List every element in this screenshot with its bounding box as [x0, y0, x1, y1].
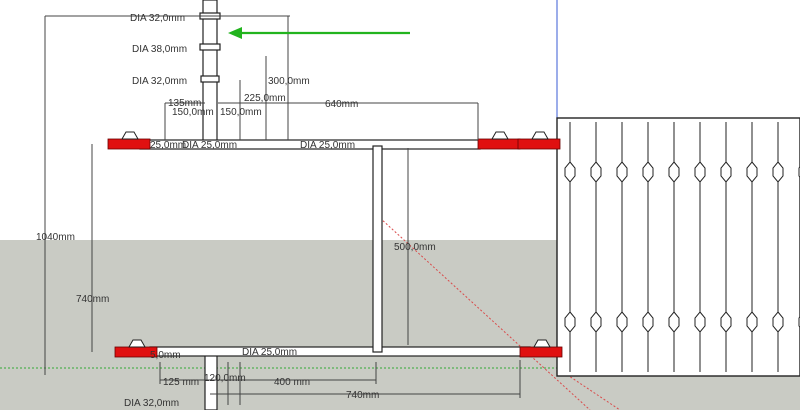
label-300: 300,0mm [268, 76, 310, 87]
radiator-fin [746, 122, 758, 372]
label-225: 225,0mm [244, 93, 286, 104]
label-dia-bottom-pipe-2: DIA 25,0mm [242, 347, 297, 358]
label-dia-top-middle: DIA 38,0mm [132, 44, 187, 55]
label-dia-bottom-pipe-1: 5,0mm [150, 350, 181, 361]
radiator-fin [590, 122, 602, 372]
valve-icon[interactable] [114, 339, 158, 358]
valve-icon[interactable] [519, 339, 563, 358]
radiator-fin [694, 122, 706, 372]
riser-joint [199, 43, 221, 51]
label-740-bottom: 740mm [346, 390, 379, 401]
riser-pipe-top[interactable] [202, 0, 218, 145]
label-150-left: 150,0mm [172, 107, 214, 118]
label-135: 135mm [168, 98, 201, 109]
radiator-fin [772, 122, 784, 372]
label-dia-top: DIA 32,0mm [130, 13, 185, 24]
radiator-fin [616, 122, 628, 372]
label-740: 740mm [76, 294, 109, 305]
radiator-fin [642, 122, 654, 372]
label-dia-pipe-3: DIA 25,0mm [300, 140, 355, 151]
radiator-fin [720, 122, 732, 372]
radiator-fin [564, 122, 576, 372]
valves [107, 131, 563, 358]
label-1040: 1040mm [36, 232, 75, 243]
red-axis [379, 217, 591, 410]
label-dia-pipe-2: DIA 25,0mm [182, 140, 237, 151]
label-150-right: 150,0mm [220, 107, 262, 118]
valve-icon[interactable] [517, 131, 561, 150]
radiator-fins [564, 122, 800, 372]
radiator-fin [668, 122, 680, 372]
label-125: 125 mm [163, 377, 199, 388]
riser-joint [200, 75, 220, 83]
label-dia-top-lower: DIA 32,0mm [132, 76, 187, 87]
bypass-pipe[interactable] [372, 145, 383, 353]
label-dia-bottom: DIA 32,0mm [124, 398, 179, 409]
radiator[interactable] [556, 117, 800, 377]
valve-icon[interactable] [477, 131, 521, 150]
label-dia-pipe-1: 25,0mm [150, 140, 186, 151]
label-500: 500,0mm [394, 242, 436, 253]
arrow-left-icon [228, 27, 410, 39]
label-120: 120,0mm [204, 373, 246, 384]
label-400: 400 mm [274, 377, 310, 388]
label-640: 640mm [325, 99, 358, 110]
bottom-horizontal-pipe[interactable] [149, 346, 531, 357]
valve-icon[interactable] [107, 131, 151, 150]
